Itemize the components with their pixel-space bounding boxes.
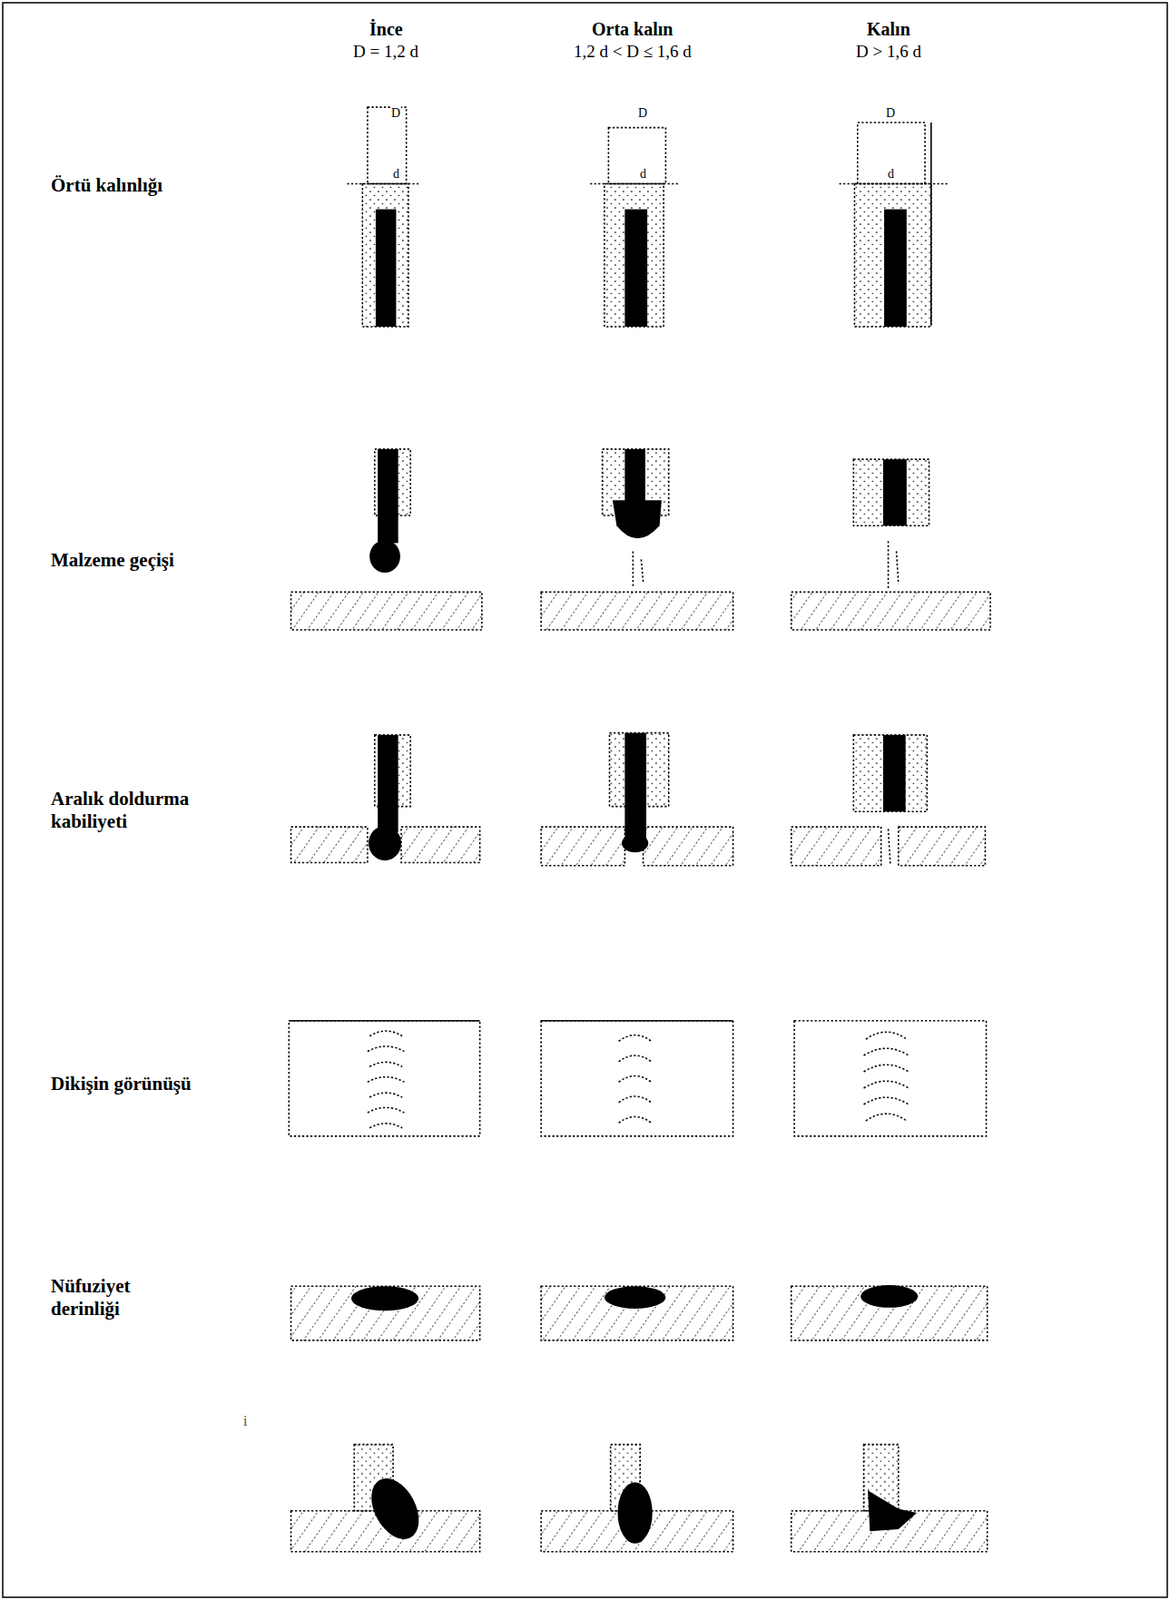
dimension-letter: d	[639, 167, 648, 183]
column-formula: D > 1,6 d	[855, 41, 922, 63]
dimension-letter: D	[637, 106, 649, 122]
dimension-letter: D	[884, 106, 896, 122]
column-heading: İnce	[369, 18, 404, 40]
dimension-letter: D	[390, 106, 402, 122]
stray-mark: i	[243, 1412, 247, 1430]
column-heading: Orta kalın	[591, 18, 673, 40]
column-heading: Kalın	[866, 18, 911, 40]
dimension-letter: d	[392, 167, 401, 183]
row-label: Dikişin görünüşü	[50, 1072, 287, 1096]
column-formula: D = 1,2 d	[353, 41, 419, 63]
row-label: Malzeme geçişi	[50, 549, 287, 572]
row-label: Aralık doldurma kabiliyeti	[50, 787, 224, 834]
column-formula: 1,2 d < D ≤ 1,6 d	[573, 41, 692, 63]
row-label: Nüfuziyet derinliği	[50, 1275, 183, 1321]
row-label: Örtü kalınlığı	[50, 174, 287, 197]
dimension-letter: d	[886, 167, 895, 183]
